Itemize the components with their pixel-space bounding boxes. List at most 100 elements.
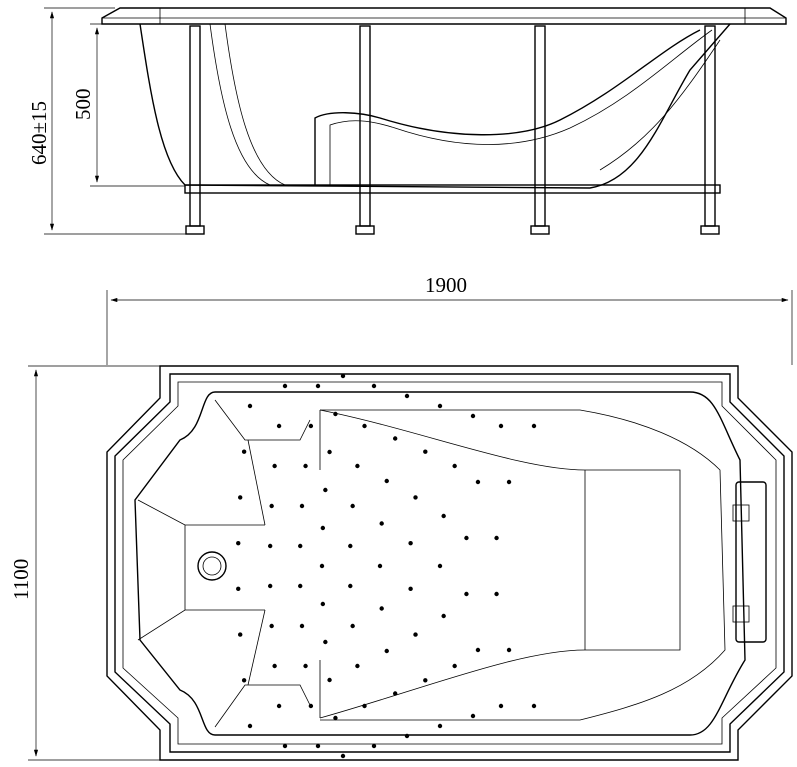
top-view: 1900 1100 bbox=[9, 273, 793, 761]
jet-dot bbox=[475, 479, 481, 485]
jet-dot bbox=[392, 691, 398, 696]
jet-dot bbox=[340, 373, 346, 379]
jet-dot bbox=[269, 503, 274, 509]
jet-dot bbox=[371, 743, 377, 749]
jet-dot bbox=[437, 403, 443, 409]
jet-dot bbox=[408, 586, 413, 592]
dim-tub-height: 500 bbox=[71, 89, 95, 121]
jet-dot bbox=[276, 423, 282, 429]
jet-dot bbox=[413, 632, 418, 637]
dim-length: 1900 bbox=[425, 273, 467, 297]
jet-dot bbox=[441, 513, 446, 519]
jet-dot bbox=[276, 703, 282, 709]
tub-rim bbox=[101, 7, 787, 25]
jet-dot bbox=[470, 713, 476, 719]
jet-dot bbox=[494, 591, 499, 597]
jet-dot bbox=[379, 521, 384, 526]
jet-dot bbox=[384, 648, 389, 654]
jet-dot bbox=[320, 525, 326, 531]
jet-dot bbox=[315, 383, 321, 389]
jet-dot bbox=[323, 639, 328, 645]
jet-dot bbox=[355, 463, 360, 469]
jet-dot bbox=[327, 449, 332, 455]
jet-dot bbox=[494, 535, 499, 541]
jet-dot bbox=[267, 543, 273, 549]
jet-dot bbox=[319, 563, 325, 569]
jet-dot bbox=[506, 479, 512, 485]
jet-dot bbox=[392, 436, 398, 441]
jet-dot bbox=[315, 743, 321, 749]
jet-dot bbox=[282, 383, 288, 389]
basin-outline bbox=[134, 391, 746, 736]
jet-dot bbox=[320, 601, 326, 607]
jet-dot bbox=[379, 606, 384, 611]
jet-dot bbox=[238, 495, 243, 500]
jet-dot bbox=[327, 677, 332, 683]
jet-dot bbox=[408, 540, 413, 546]
side-view: 640±15 500 bbox=[27, 7, 787, 235]
dim-width: 1100 bbox=[9, 559, 33, 600]
jet-dot bbox=[452, 663, 457, 669]
jet-dot bbox=[308, 423, 314, 429]
headrest bbox=[735, 481, 767, 643]
jet-dot bbox=[323, 487, 328, 493]
jet-dot bbox=[404, 393, 410, 399]
jet-dot bbox=[437, 563, 443, 569]
jet-dot bbox=[498, 423, 504, 429]
jet-dot bbox=[498, 703, 504, 709]
jet-dot bbox=[236, 540, 241, 546]
jet-dot bbox=[272, 463, 277, 469]
jet-dot bbox=[298, 543, 303, 549]
jet-dot bbox=[355, 663, 360, 669]
jet-dot bbox=[247, 403, 253, 409]
jet-dot bbox=[308, 703, 314, 709]
legs bbox=[185, 25, 720, 235]
jet-dot bbox=[298, 583, 303, 589]
jet-dot bbox=[423, 449, 428, 454]
dim-total-height: 640±15 bbox=[27, 101, 51, 165]
hydromassage-jets bbox=[236, 373, 537, 759]
jet-dot bbox=[531, 423, 537, 429]
rim-outer bbox=[106, 365, 793, 761]
jet-dot bbox=[413, 495, 418, 500]
jet-dot bbox=[506, 647, 512, 653]
jet-dot bbox=[371, 383, 377, 389]
jet-dot bbox=[437, 723, 443, 729]
jet-dot bbox=[475, 647, 481, 653]
jet-dot bbox=[282, 743, 288, 749]
jet-dot bbox=[299, 503, 305, 509]
jet-dot bbox=[531, 703, 537, 709]
jet-dot bbox=[464, 591, 469, 597]
jet-dot bbox=[470, 413, 476, 419]
jet-dot bbox=[464, 535, 469, 541]
jet-dot bbox=[267, 583, 273, 589]
jet-dot bbox=[333, 715, 338, 721]
backrest bbox=[319, 409, 681, 719]
jet-dot bbox=[238, 632, 243, 637]
tub-body-outer bbox=[139, 23, 731, 189]
jet-dot bbox=[384, 478, 389, 484]
jet-dot bbox=[241, 449, 247, 454]
jet-dot bbox=[362, 423, 367, 429]
jet-dot bbox=[348, 583, 353, 589]
jet-dot bbox=[303, 463, 308, 469]
jet-dot bbox=[348, 543, 353, 549]
jet-dot bbox=[362, 703, 367, 709]
jet-dot bbox=[340, 753, 346, 759]
jet-dot bbox=[452, 463, 457, 469]
drain bbox=[197, 551, 227, 581]
jet-dot bbox=[247, 723, 253, 729]
jet-dot bbox=[404, 733, 410, 739]
jet-dot bbox=[303, 663, 308, 669]
jet-dot bbox=[272, 663, 277, 669]
frame-rail bbox=[184, 184, 721, 194]
jet-dot bbox=[299, 623, 305, 629]
jet-dot bbox=[236, 586, 241, 592]
jet-dot bbox=[423, 678, 428, 683]
jet-dot bbox=[441, 613, 446, 619]
tub-seat bbox=[314, 29, 701, 185]
jet-dot bbox=[269, 623, 274, 629]
jet-dot bbox=[241, 678, 247, 683]
jet-dot bbox=[377, 563, 383, 569]
